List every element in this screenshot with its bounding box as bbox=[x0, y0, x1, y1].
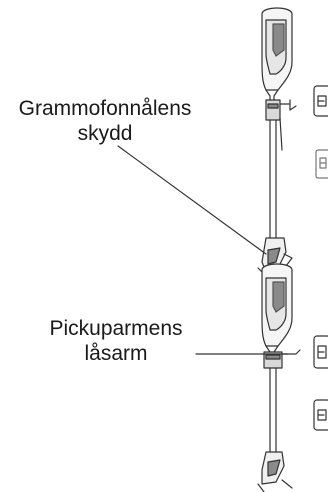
leader-line-stylus-guard bbox=[117, 145, 267, 255]
tonearm-lower bbox=[257, 263, 301, 492]
side-buttons-upper bbox=[313, 85, 328, 179]
callout-label-stylus-guard: Grammofonnålens skydd bbox=[6, 96, 204, 146]
callout-label-line: Grammofonnålens bbox=[18, 97, 192, 120]
tonearm-upper bbox=[257, 7, 297, 281]
callout-label-line: skydd bbox=[77, 122, 133, 145]
callout-label-line: låsarm bbox=[84, 342, 148, 365]
side-buttons-lower bbox=[313, 335, 328, 431]
callout-label-tonearm-lock: Pickuparmens låsarm bbox=[36, 316, 196, 366]
callout-label-line: Pickuparmens bbox=[49, 317, 183, 340]
